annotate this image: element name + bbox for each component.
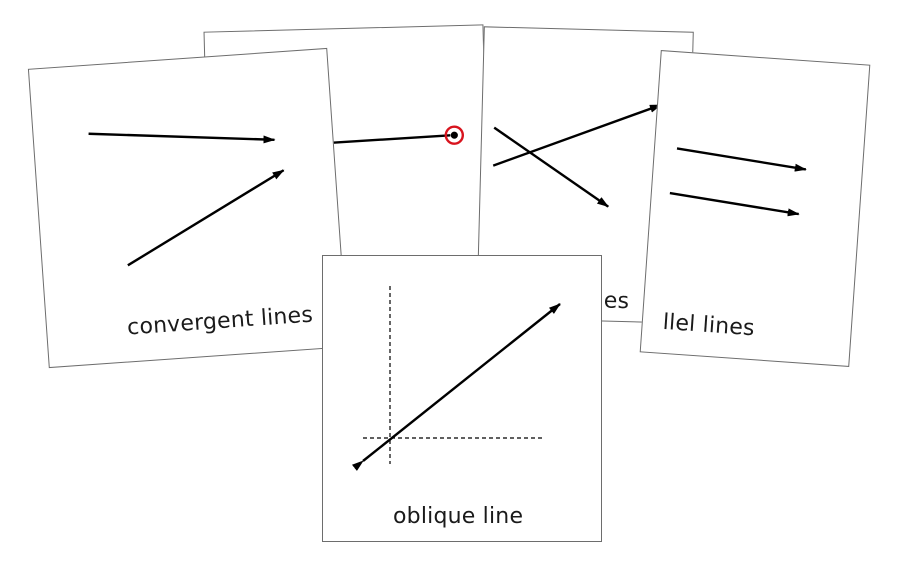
intersecting-line-2 — [493, 126, 610, 208]
convergent-line-2 — [127, 169, 285, 267]
endpoint-dot — [450, 131, 458, 139]
caption-oblique: oblique line — [393, 504, 524, 529]
card-convergent-lines: convergent lines — [27, 47, 349, 369]
card-parallel-lines: llel lines — [639, 50, 871, 367]
parallel-line-1 — [676, 147, 807, 172]
parallel-lines-diagram — [669, 147, 807, 217]
convergent-line-1 — [88, 132, 276, 144]
card-oblique-line: oblique line — [322, 255, 602, 542]
card-intersecting-lines: nes — [476, 26, 694, 324]
oblique-line-diagram — [351, 286, 561, 471]
parallel-line-2 — [669, 191, 800, 217]
oblique-line — [351, 303, 561, 471]
convergent-lines-diagram — [88, 132, 285, 267]
intersecting-lines-diagram — [492, 103, 662, 208]
intersecting-line-1 — [492, 103, 662, 167]
endpoint-highlight-ring — [444, 125, 465, 145]
